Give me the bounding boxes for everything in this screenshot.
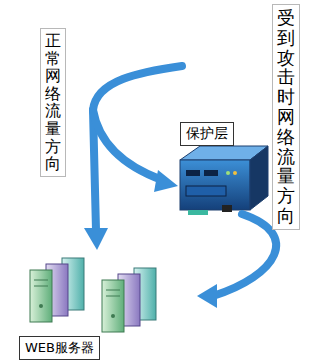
arrow-head xyxy=(84,228,108,250)
flow-connector xyxy=(197,214,276,308)
server-group xyxy=(30,258,84,322)
web-server-group: WEB服务器 xyxy=(15,250,197,362)
protection-layer: 保护层 xyxy=(176,120,272,218)
box-label: 保护层 xyxy=(180,122,234,146)
arrow-head xyxy=(197,284,217,308)
protection-device xyxy=(180,146,268,215)
arrow-head xyxy=(154,170,178,192)
direction-label: 受到攻击时网络流量方向 xyxy=(272,4,300,230)
box-label: WEB服务器 xyxy=(19,336,100,360)
flow-arrow xyxy=(93,66,182,230)
server-group xyxy=(102,268,156,332)
direction-label: 正常网络流量方向 xyxy=(40,28,66,177)
flow-line xyxy=(213,214,276,296)
